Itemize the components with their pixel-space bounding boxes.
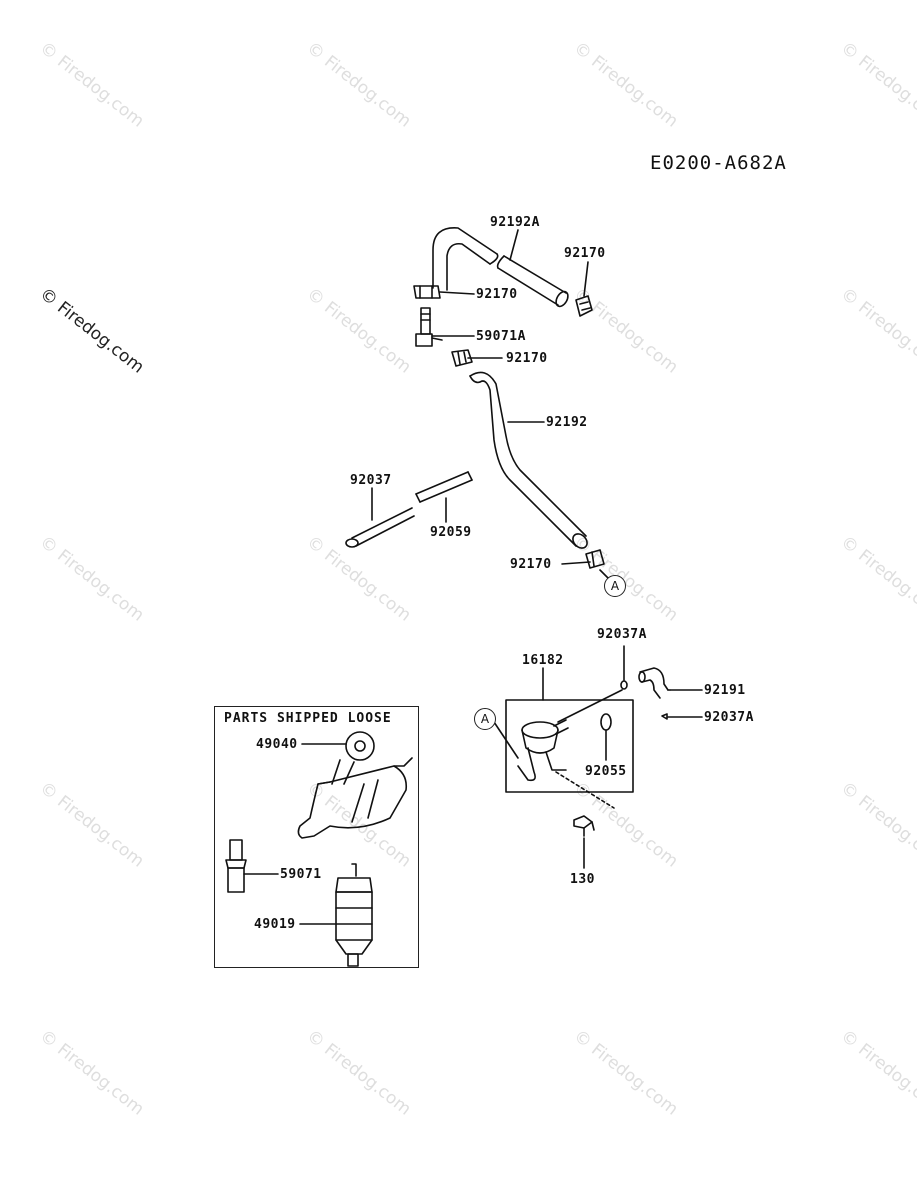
clamp-92170-top-right (575, 295, 593, 317)
seal-92037A-top (620, 680, 628, 690)
part-label-49040: 49040 (256, 737, 298, 752)
part-label-92170: 92170 (510, 557, 552, 572)
o-ring-92055 (600, 713, 612, 731)
clamp-92170-left (413, 285, 441, 299)
part-label-92055: 92055 (585, 764, 627, 779)
part-label-59071A: 59071A (476, 329, 526, 344)
bolt-130 (573, 815, 595, 837)
fuel-filter-49019 (335, 863, 373, 967)
part-label-92037A: 92037A (597, 627, 647, 642)
fuel-pressure-regulator (517, 719, 569, 782)
strap-92037 (345, 507, 415, 548)
part-label-92192: 92192 (546, 415, 588, 430)
fuel-pump-49040 (297, 731, 413, 839)
fitting-59071A (415, 307, 443, 347)
reference-marker-a: A (474, 708, 496, 730)
fitting-59071 (225, 839, 247, 893)
part-label-92170: 92170 (506, 351, 548, 366)
diagram-code: E0200-A682A (650, 152, 787, 174)
hose-92192 (469, 371, 588, 549)
hose-92192A (432, 227, 569, 308)
part-label-92170: 92170 (476, 287, 518, 302)
clamp-92170-mid (451, 349, 473, 367)
part-label-92037A: 92037A (704, 710, 754, 725)
sleeve-92059 (415, 471, 473, 503)
part-label-130: 130 (570, 872, 595, 887)
part-label-92059: 92059 (430, 525, 472, 540)
part-label-92192A: 92192A (490, 215, 540, 230)
part-label-16182: 16182 (522, 653, 564, 668)
hose-92191 (638, 667, 671, 699)
reference-marker-a: A (604, 575, 626, 597)
parts-shipped-loose-title: PARTS SHIPPED LOOSE (224, 711, 392, 726)
assembly-box-16182 (505, 699, 634, 793)
part-label-92191: 92191 (704, 683, 746, 698)
part-label-49019: 49019 (254, 917, 296, 932)
parts-shipped-loose-box (214, 706, 419, 968)
part-label-92037: 92037 (350, 473, 392, 488)
part-label-59071: 59071 (280, 867, 322, 882)
part-label-92170: 92170 (564, 246, 606, 261)
seal-92037A-right (661, 713, 668, 720)
clamp-92170-bottom (585, 549, 605, 569)
